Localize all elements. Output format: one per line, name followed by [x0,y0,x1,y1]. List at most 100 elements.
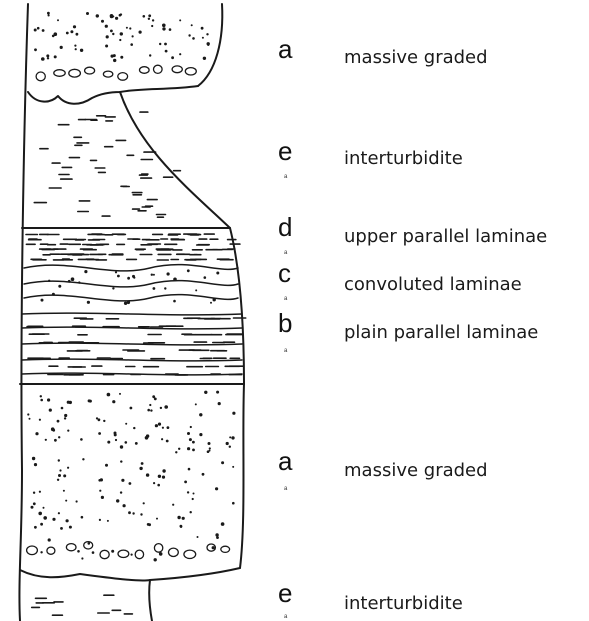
sand-grain [67,467,69,469]
sand-grain [164,43,167,46]
sand-grain [130,43,133,46]
sand-grain [202,37,204,39]
sand-grain [86,12,89,15]
sand-grain [99,519,101,521]
sand-grain [161,438,163,440]
mud-dashes [26,112,246,615]
sand-grain [187,491,189,493]
sand-grain [140,513,142,515]
unit-label: massive graded [344,49,488,67]
sand-grain [120,445,123,448]
sand-grain [208,442,211,445]
sand-grain [157,484,160,487]
unit-label: convoluted laminae [344,276,522,294]
sand-grain [195,403,197,405]
sand-grain [40,399,43,402]
sand-grain [218,402,221,405]
sand-grain [187,447,190,450]
sand-grain [204,391,207,394]
sand-grain [204,276,207,279]
pebble [66,544,76,551]
sand-grain [114,433,117,436]
sand-grain [41,57,45,61]
sand-grain [188,34,190,36]
sand-grain [160,407,162,409]
sand-grain [143,502,145,504]
sand-grain [207,44,209,46]
unit-letter: e [278,580,292,606]
sand-grain [105,464,108,467]
sand-grain [105,25,108,28]
sand-grain [117,275,120,278]
column-outline [19,4,244,621]
sand-grain [115,439,117,441]
unit-label: interturbidite [344,595,463,613]
sand-grain [120,460,122,462]
sand-grain [221,522,225,526]
sand-grain [127,277,130,280]
sand-grain [42,29,45,32]
sand-grain [232,502,235,505]
sand-grain [153,482,155,484]
unit-subscript: a [284,614,287,620]
pebble [221,546,230,552]
sand-grain [162,27,165,30]
sand-grain [40,523,43,526]
parallel-lamina [22,343,242,345]
sand-grain [58,459,60,461]
sand-grain [48,538,51,541]
sand-grain [69,526,72,529]
sand-grain [131,554,133,556]
sand-grain [107,441,110,444]
sand-grain [34,29,37,32]
sand-grain [229,436,231,438]
sand-grain [158,423,161,426]
sand-grain [107,520,109,522]
sand-grain [226,442,229,445]
sand-grain [58,474,61,477]
pebble [103,71,112,77]
sand-grain [41,299,44,302]
sand-grain [112,287,114,289]
sand-grain [115,271,117,273]
sand-grain [147,409,150,412]
bouma-sequence-column [0,0,300,621]
sand-grain [141,462,144,465]
sand-grain [52,518,55,521]
sand-grain [110,14,114,18]
sand-grain [98,479,101,482]
sand-grain [57,479,59,481]
sand-grain [57,420,60,423]
sand-grain [212,546,215,549]
sand-grain [48,14,50,16]
sand-grain [70,30,73,33]
sand-grain [101,496,104,499]
convolute-lamina [24,281,238,287]
sand-grain [80,438,83,441]
sand-grain [162,469,165,472]
sand-grain [37,27,40,30]
sand-grain [173,278,177,282]
sand-grain [129,27,131,29]
pebble [118,73,128,81]
sand-grain [216,272,219,275]
pebble [135,550,143,559]
sand-grain [167,426,170,429]
pebble [85,67,95,74]
pebble [100,550,109,558]
sand-grain [64,417,66,419]
sand-grain [111,550,114,553]
sand-grain [127,301,130,304]
pebble [54,70,65,77]
sand-grain [52,429,55,432]
sand-grain [177,516,180,519]
sand-grain [179,53,181,55]
sand-grain [69,401,72,404]
unit-letter: c [278,260,291,286]
sand-grain [40,551,42,553]
sand-grain [162,427,164,429]
pebble [169,548,179,556]
sand-grain [190,511,192,513]
sand-grain [188,468,191,471]
sand-grain [29,418,31,420]
